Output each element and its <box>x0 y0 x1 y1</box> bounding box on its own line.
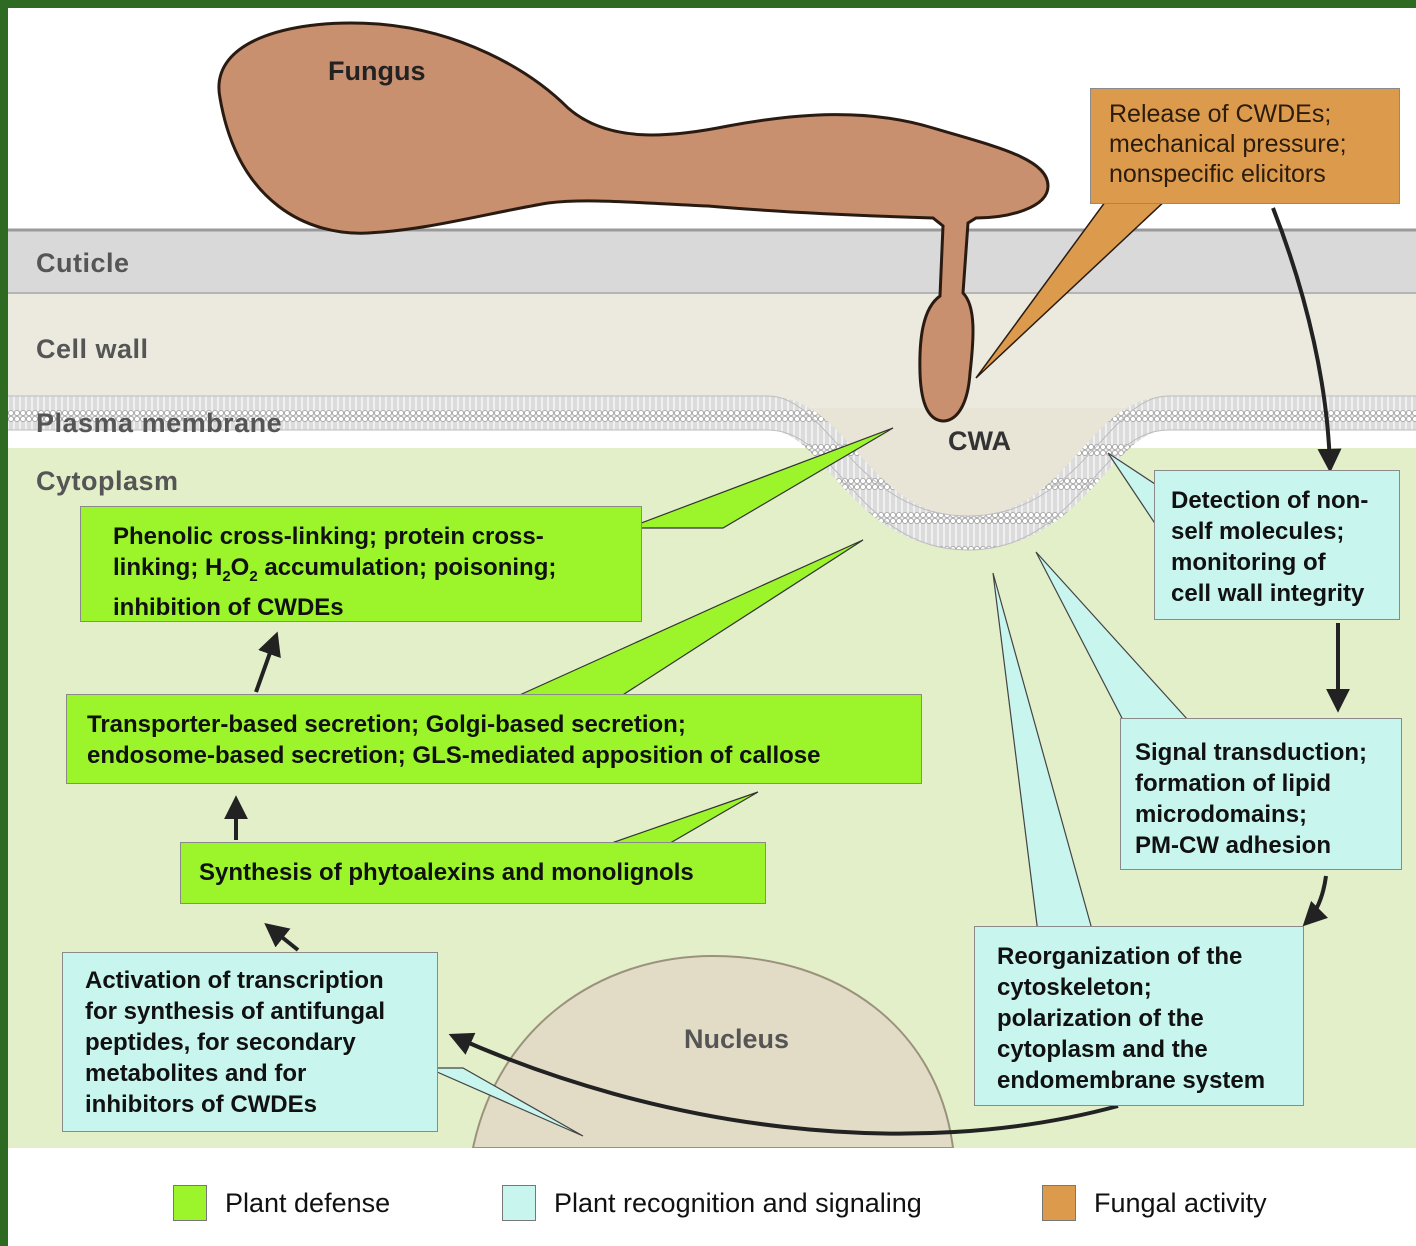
box-line: endomembrane system <box>997 1065 1303 1096</box>
legend-label: Plant recognition and signaling <box>554 1188 922 1219</box>
fungal-release-box: Release of CWDEs; mechanical pressure; n… <box>1090 88 1400 204</box>
text-part: O <box>231 554 250 581</box>
box-line: Signal transduction; <box>1135 737 1401 768</box>
nucleus-label: Nucleus <box>684 1024 789 1055</box>
legend-label: Fungal activity <box>1094 1188 1267 1219</box>
text-part: accumulation; poisoning; <box>258 554 557 581</box>
cytoplasm-label: Cytoplasm <box>36 466 179 497</box>
cuticle-region <box>8 230 1416 292</box>
box-line: cytoplasm and the <box>997 1034 1303 1065</box>
box-line: for synthesis of antifungal <box>85 996 437 1027</box>
activation-box: Activation of transcription for synthesi… <box>62 952 438 1132</box>
cuticle-label: Cuticle <box>36 248 130 279</box>
box-line: PM-CW adhesion <box>1135 830 1401 861</box>
box-line: monitoring of <box>1171 547 1399 578</box>
synthesis-box: Synthesis of phytoalexins and monolignol… <box>180 842 766 904</box>
box-line: mechanical pressure; <box>1109 129 1399 159</box>
plasma-membrane-label: Plasma membrane <box>36 408 282 439</box>
diagram-frame: Cuticle Cell wall Plasma membrane Cytopl… <box>8 8 1416 1246</box>
box-line: inhibition of CWDEs <box>113 592 641 623</box>
legend-item-fungal-activity: Fungal activity <box>1042 1185 1267 1221</box>
box-line: formation of lipid <box>1135 768 1401 799</box>
cell-wall-label: Cell wall <box>36 334 149 365</box>
subscript: 2 <box>249 568 257 585</box>
box-line: polarization of the <box>997 1003 1303 1034</box>
box-line: microdomains; <box>1135 799 1401 830</box>
box-line: Activation of transcription <box>85 965 437 996</box>
box-line: cytoskeleton; <box>997 972 1303 1003</box>
fungus-label: Fungus <box>328 56 425 87</box>
box-line: Detection of non- <box>1171 485 1399 516</box>
legend-item-plant-defense: Plant defense <box>173 1185 390 1221</box>
subscript: 2 <box>222 568 230 585</box>
legend-label: Plant defense <box>225 1188 390 1219</box>
box-line: linking; H2O2 accumulation; poisoning; <box>113 552 641 592</box>
box-line: Synthesis of phytoalexins and monolignol… <box>199 857 765 888</box>
phenolic-box: Phenolic cross-linking; protein cross- l… <box>80 506 642 622</box>
box-line: metabolites and for <box>85 1058 437 1089</box>
cwa-label: CWA <box>948 426 1011 457</box>
box-line: Release of CWDEs; <box>1109 99 1399 129</box>
legend-item-plant-recognition: Plant recognition and signaling <box>502 1185 922 1221</box>
box-line: self molecules; <box>1171 516 1399 547</box>
reorganization-box: Reorganization of the cytoskeleton; pola… <box>974 926 1304 1106</box>
box-line: cell wall integrity <box>1171 578 1399 609</box>
legend-swatch <box>1042 1185 1076 1221</box>
box-line: endosome-based secretion; GLS-mediated a… <box>87 740 921 771</box>
box-line: peptides, for secondary <box>85 1027 437 1058</box>
detection-box: Detection of non- self molecules; monito… <box>1154 470 1400 620</box>
signal-box: Signal transduction; formation of lipid … <box>1120 718 1402 870</box>
box-line: nonspecific elicitors <box>1109 159 1399 189</box>
box-line: Phenolic cross-linking; protein cross- <box>113 521 641 552</box>
box-line: Transporter-based secretion; Golgi-based… <box>87 709 921 740</box>
box-line: inhibitors of CWDEs <box>85 1089 437 1120</box>
legend-swatch <box>173 1185 207 1221</box>
legend-swatch <box>502 1185 536 1221</box>
text-part: linking; H <box>113 554 222 581</box>
box-line: Reorganization of the <box>997 941 1303 972</box>
secretion-box: Transporter-based secretion; Golgi-based… <box>66 694 922 784</box>
